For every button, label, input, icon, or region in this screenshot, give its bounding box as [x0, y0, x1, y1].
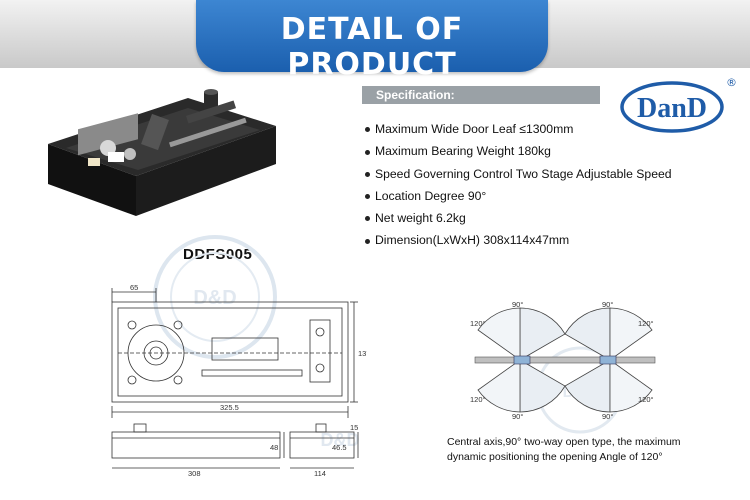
- specification-heading: Specification:: [362, 86, 600, 104]
- dim-65: 65: [130, 283, 138, 292]
- spec-item: Maximum Wide Door Leaf ≤1300mm: [365, 118, 672, 140]
- opening-angle-diagram: 90° 120° 90° 120° 90° 120° 90° 120°: [470, 300, 656, 420]
- angle-label-90-top-right: 90°: [602, 300, 613, 309]
- specification-list: Maximum Wide Door Leaf ≤1300mm Maximum B…: [365, 118, 672, 252]
- angle-label-90-bottom-right: 90°: [602, 412, 613, 420]
- dim-325: 325.5: [220, 403, 239, 412]
- spec-item: Dimension(LxWxH) 308x114x47mm: [365, 229, 672, 251]
- bullet-icon: [365, 194, 370, 200]
- angle-label-120-bottom-right: 120°: [638, 395, 654, 404]
- bullet-icon: [365, 171, 370, 177]
- brand-logo: DanD ®: [620, 76, 737, 133]
- registered-mark: ®: [726, 76, 737, 89]
- header-tab: [196, 0, 548, 72]
- angle-label-90-top-left: 90°: [512, 300, 523, 309]
- angle-label-90-bottom-left: 90°: [512, 412, 523, 420]
- dim-114: 114: [314, 469, 326, 478]
- dim-46-5: 46.5: [332, 443, 347, 452]
- angle-label-120-top-right: 120°: [638, 319, 654, 328]
- angle-label-120-bottom-left: 120°: [470, 395, 486, 404]
- dim-137: 137: [358, 349, 367, 358]
- watermark-left: D&D: [153, 235, 277, 359]
- technical-drawing: 65 325.5 137 308 114 48 46.5 15: [111, 283, 367, 478]
- watermark-bottom: D&D: [321, 430, 360, 450]
- diagram-caption: Central axis,90° two-way open type, the …: [447, 436, 681, 463]
- model-code: DDFS005: [183, 246, 253, 263]
- bullet-icon: [365, 149, 370, 155]
- spec-item: Net weight 6.2kg: [365, 207, 672, 229]
- dim-15: 15: [350, 423, 358, 432]
- bullet-icon: [365, 127, 370, 133]
- svg-text:D&D: D&D: [321, 430, 360, 450]
- page-title: DETAIL OF PRODUCT: [280, 12, 464, 82]
- spec-item: Speed Governing Control Two Stage Adjust…: [365, 163, 672, 185]
- svg-text:D&D: D&D: [193, 287, 236, 309]
- bullet-icon: [365, 238, 370, 244]
- product-image: [48, 89, 276, 216]
- angle-label-120-top-left: 120°: [470, 319, 486, 328]
- spec-item: Maximum Bearing Weight 180kg: [365, 140, 672, 162]
- dim-48: 48: [270, 443, 278, 452]
- spec-item: Location Degree 90°: [365, 185, 672, 207]
- bullet-icon: [365, 216, 370, 222]
- logo-text: DanD: [637, 93, 707, 124]
- dim-308: 308: [188, 469, 201, 478]
